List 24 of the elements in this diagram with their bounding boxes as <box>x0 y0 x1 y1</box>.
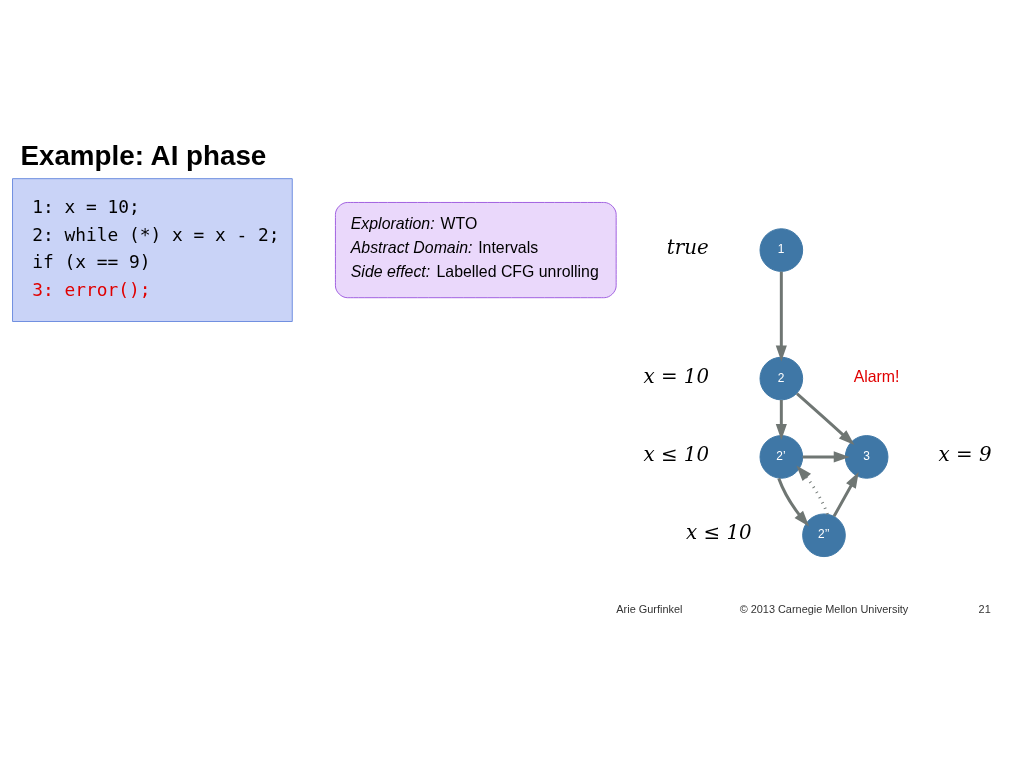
label: Arie Gurfinkel <box>616 602 683 615</box>
node-circle: 1 <box>759 228 804 272</box>
node-label: true <box>666 236 709 260</box>
node-circle: 2 <box>759 356 804 401</box>
arrow <box>832 472 859 518</box>
diagram-title: Example: AI phase <box>20 140 267 172</box>
node-label: x = 9 <box>938 442 992 466</box>
arrow <box>775 271 787 362</box>
label: 21 <box>978 602 991 615</box>
node-label: x = 10 <box>643 364 710 388</box>
label: © 2013 Carnegie Mellon University <box>739 602 909 615</box>
node-label: x ≤ 10 <box>643 442 710 466</box>
arrow <box>777 477 810 527</box>
node-circle: 3 <box>844 435 889 479</box>
arrow <box>802 451 850 463</box>
node-label: x ≤ 10 <box>686 521 752 545</box>
node-circle: 2’’ <box>802 513 846 558</box>
arrow <box>796 465 829 515</box>
node-box: Exploration: WTO Abstract Domain: Intervals Side effect: Labelled CFG unrolling <box>334 201 617 299</box>
label: Alarm! <box>853 368 900 386</box>
node-circle: 2’ <box>759 435 804 479</box>
node-box: 1: x = 10; 2: while (*) x = x - 2; if (x == 9) 3: error(); <box>12 178 293 322</box>
arrow <box>795 392 855 445</box>
arrow <box>775 400 787 440</box>
